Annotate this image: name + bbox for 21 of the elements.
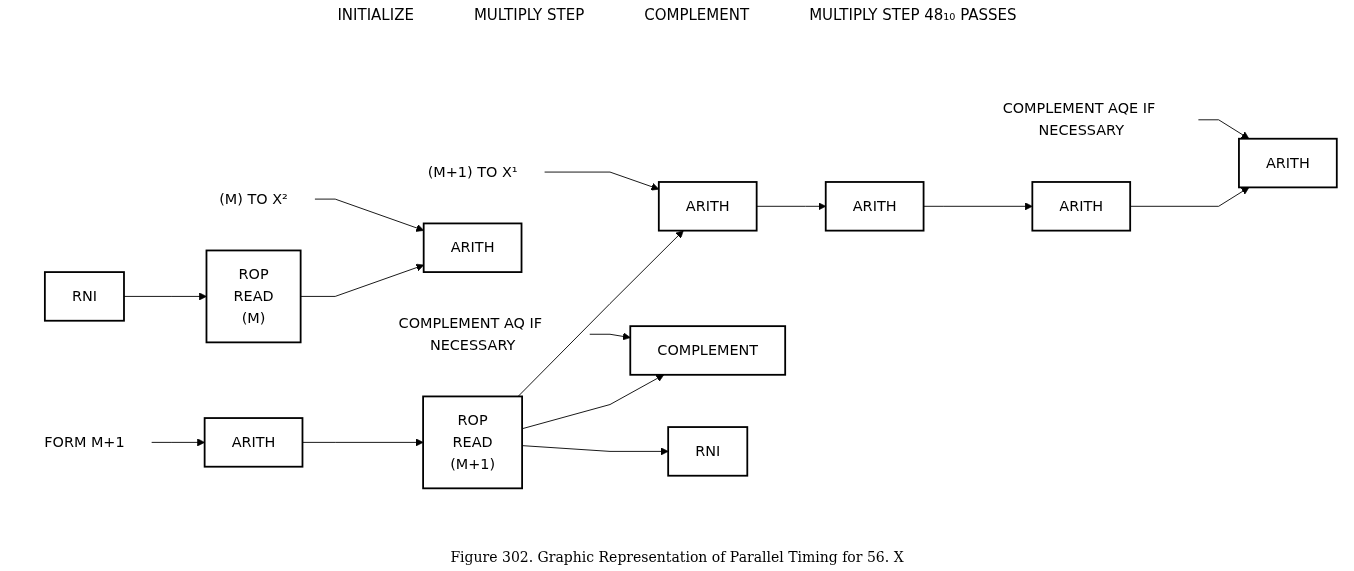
node-text: COMPLEMENT AQ IF NECESSARY	[398, 314, 543, 354]
node-box: ARITH	[203, 417, 304, 468]
node-box: ARITH	[824, 181, 925, 232]
node-box: ROP READ (M)	[205, 249, 302, 344]
node-box: RNI	[43, 271, 125, 322]
node-box: ARITH	[1031, 181, 1132, 232]
node-text: COMPLEMENT AQE IF NECESSARY	[1002, 99, 1156, 139]
node-box: RNI	[667, 426, 749, 477]
section-label: MULTIPLY STEP	[473, 6, 585, 24]
section-label: COMPLEMENT	[644, 6, 750, 24]
node-text: (M+1) TO X¹	[427, 163, 518, 181]
section-label: MULTIPLY STEP 48₁₀ PASSES	[809, 6, 1017, 24]
node-box: ARITH	[422, 222, 523, 273]
node-box: ROP READ (M+1)	[422, 395, 523, 490]
node-box: COMPLEMENT	[629, 325, 787, 376]
node-text: (M) TO X²	[219, 190, 288, 208]
figure-caption: Figure 302. Graphic Representation of Parallel Timing for 56. X	[450, 549, 904, 565]
node-box: ARITH	[1238, 137, 1338, 189]
node-text: FORM M+1	[44, 433, 125, 451]
node-box: ARITH	[657, 181, 758, 232]
section-label: INITIALIZE	[337, 6, 414, 24]
